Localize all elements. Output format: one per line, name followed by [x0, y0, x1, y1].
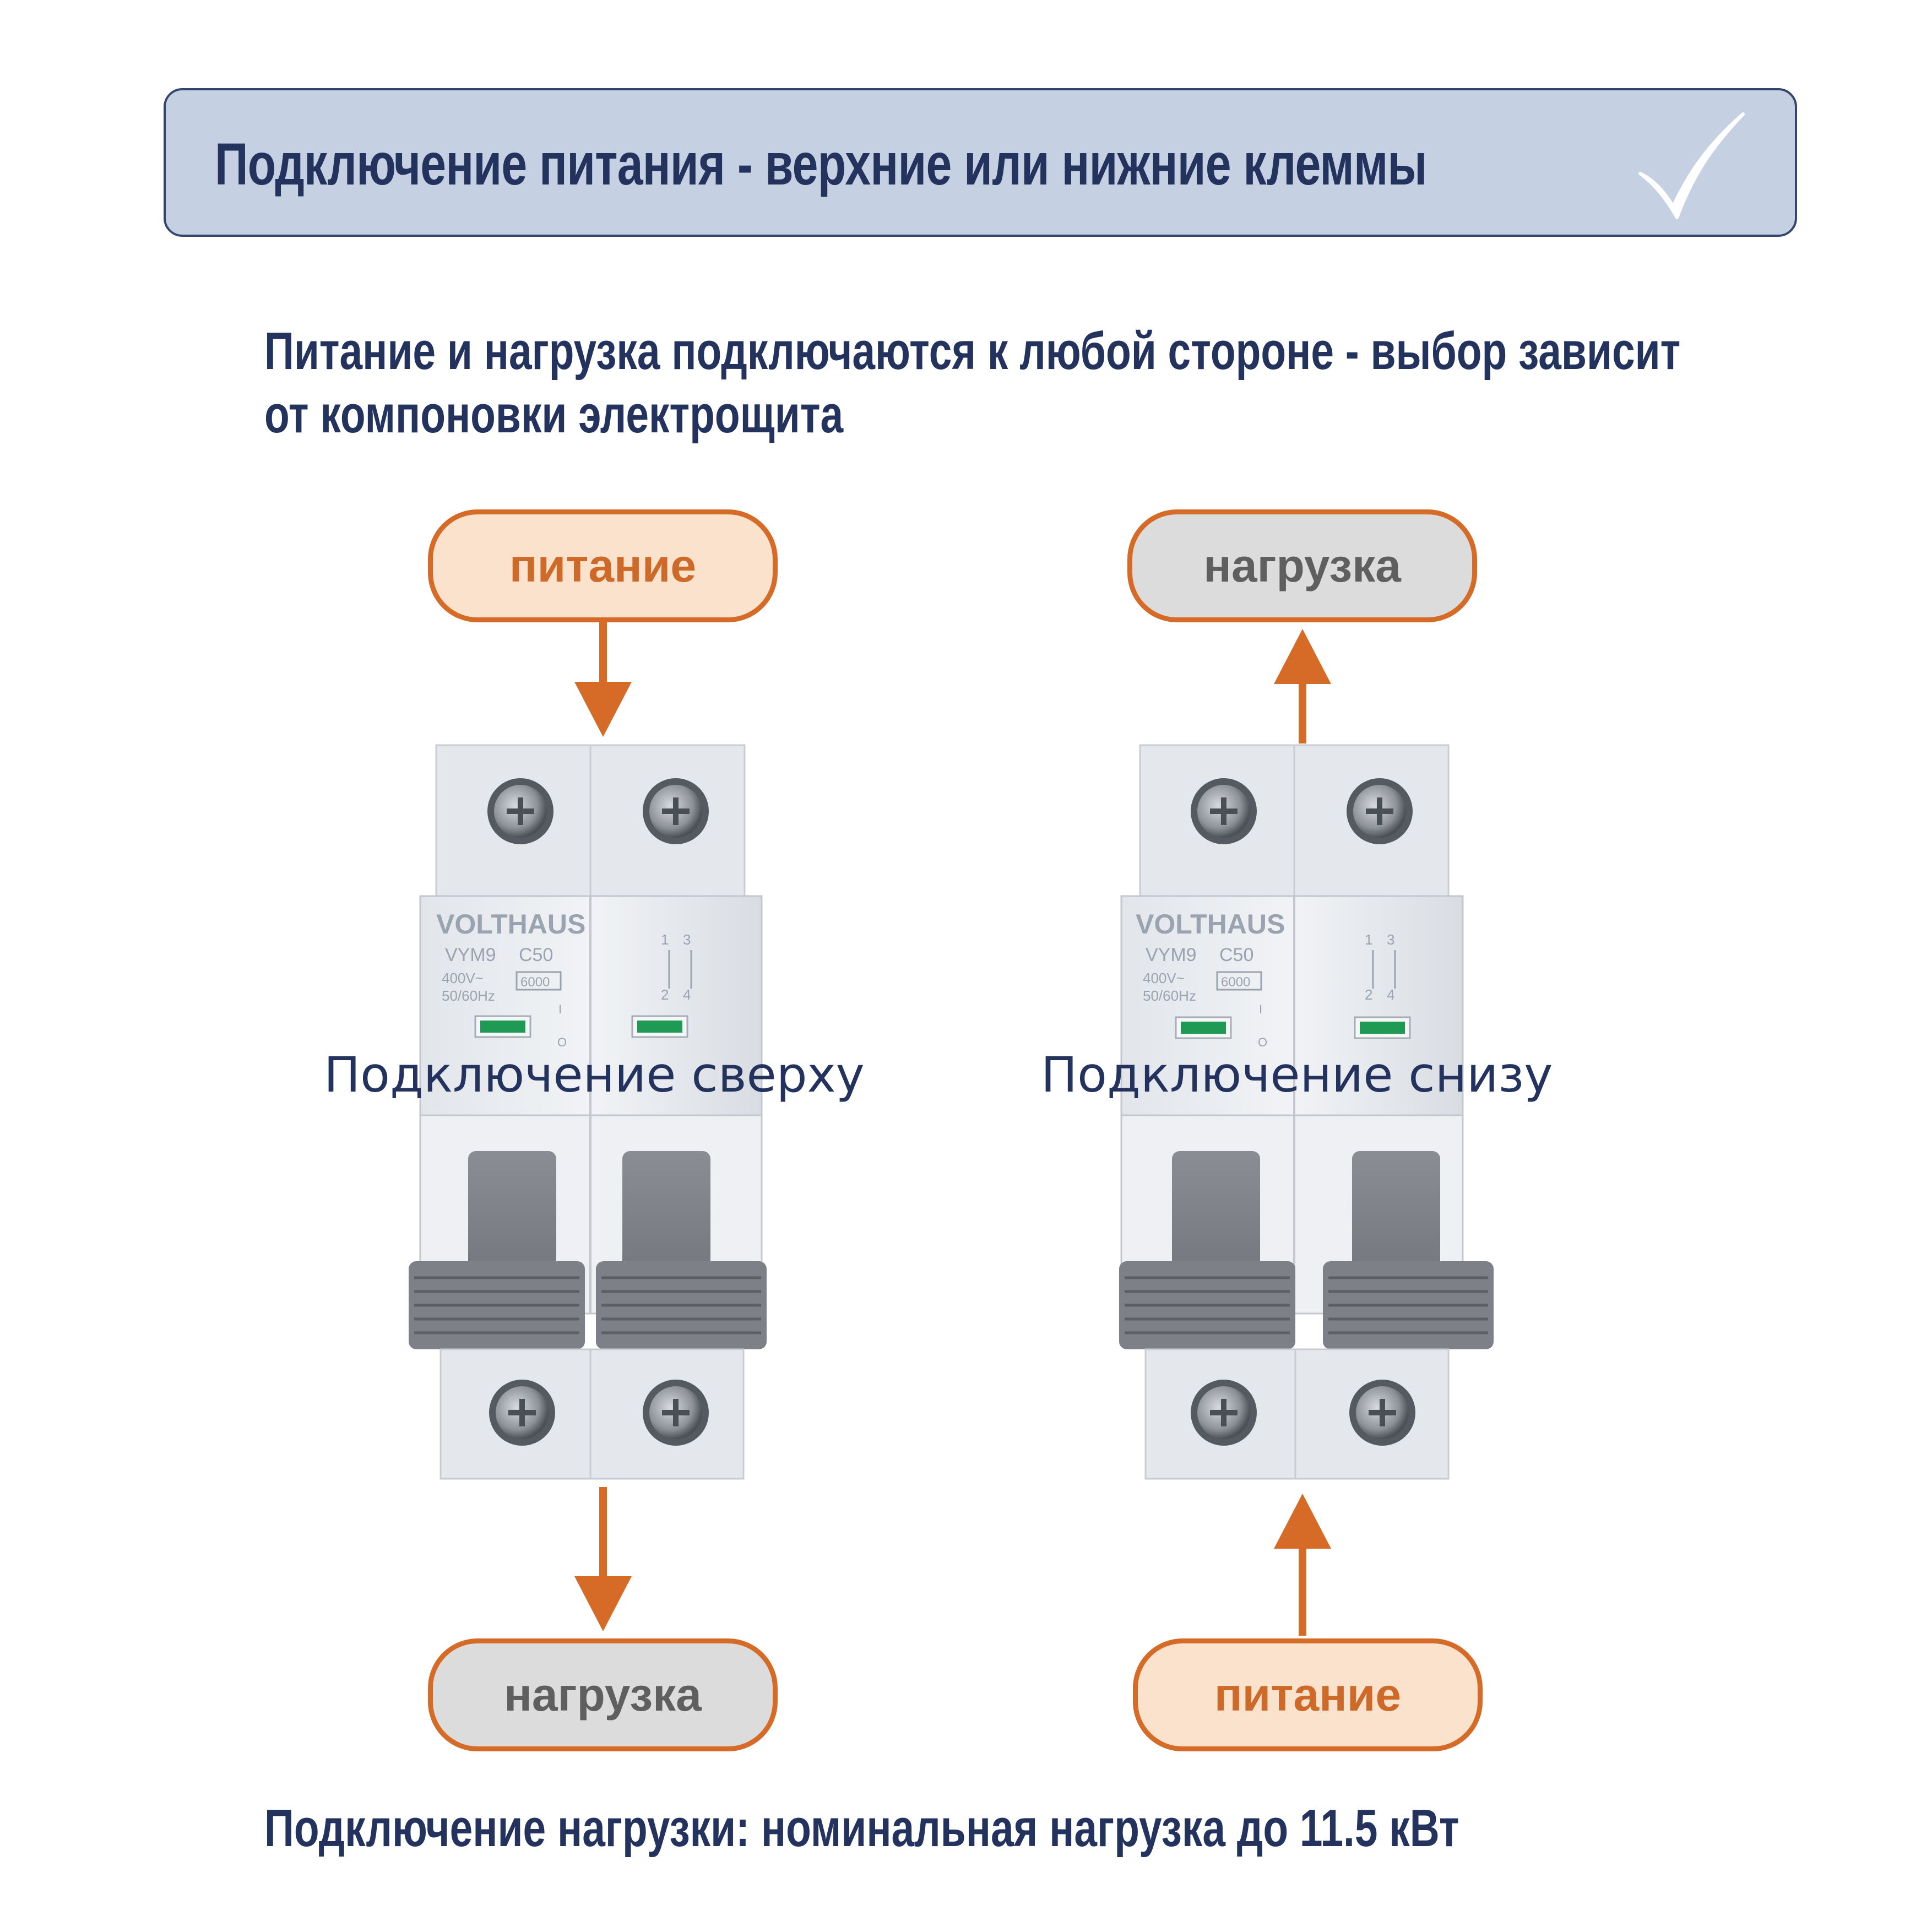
- breaker-model: VYM9: [445, 945, 496, 965]
- breaker-right: VOLTHAUS VYM9 C50 400V~ 50/60Hz 6000 1 3…: [1119, 744, 1494, 1480]
- pill-left-top-power: питание: [428, 509, 778, 622]
- on-mark: I: [1259, 1002, 1262, 1016]
- terminal-2: 2: [1365, 986, 1372, 1003]
- terminal-3: 3: [1387, 931, 1394, 948]
- breaker-capacity: 6000: [1221, 975, 1250, 990]
- header-banner: [164, 88, 1797, 237]
- breaker-brand: VOLTHAUS: [436, 909, 585, 940]
- terminal-3: 3: [683, 931, 691, 948]
- subtitle-line-2: от компоновки электрощита: [264, 385, 844, 444]
- arrow-left-top-head: [574, 682, 632, 737]
- breaker-brand: VOLTHAUS: [1136, 909, 1285, 940]
- subtitle-line-1: Питание и нагрузка подключаются к любой …: [264, 322, 1681, 381]
- checkmark-icon: [1638, 112, 1745, 219]
- screw-top-1-icon: [1191, 778, 1257, 844]
- toggle-grip-2: [596, 1261, 767, 1349]
- toggle-grip-2: [1323, 1261, 1494, 1349]
- screw-top-2-icon: [1347, 778, 1413, 844]
- pill-left-bottom-load: нагрузка: [428, 1638, 778, 1751]
- arrow-right-top-head: [1274, 629, 1331, 684]
- screw-bottom-1-icon: [1191, 1380, 1257, 1446]
- breaker-frequency: 50/60Hz: [442, 987, 495, 1004]
- screw-bottom-2-icon: [1349, 1380, 1415, 1446]
- terminal-1: 1: [661, 931, 669, 948]
- terminal-4: 4: [1387, 986, 1394, 1003]
- screw-bottom-1-icon: [489, 1380, 555, 1446]
- pill-right-bottom-power: питание: [1133, 1638, 1483, 1751]
- off-mark: O: [1258, 1035, 1267, 1049]
- breaker-frequency: 50/60Hz: [1143, 987, 1196, 1004]
- toggle-grip-1: [1119, 1261, 1295, 1349]
- on-mark: I: [558, 1002, 562, 1016]
- breaker-model: VYM9: [1146, 945, 1197, 965]
- arrow-left-bottom-head: [574, 1576, 632, 1631]
- pill-right-top-load: нагрузка: [1127, 509, 1477, 622]
- arrow-right-bottom-head: [1274, 1494, 1331, 1549]
- screw-bottom-2-icon: [643, 1380, 709, 1446]
- breaker-rating: C50: [1219, 945, 1253, 965]
- terminal-4: 4: [683, 986, 691, 1003]
- terminal-2: 2: [661, 986, 669, 1003]
- page-title: Подключение питания - верхние или нижние…: [215, 131, 1427, 197]
- screw-top-1-icon: [487, 778, 553, 844]
- breaker-rating: C50: [519, 945, 553, 965]
- breaker-voltage: 400V~: [442, 970, 484, 986]
- breaker-capacity: 6000: [520, 975, 550, 990]
- footer-note: Подключение нагрузки: номинальная нагруз…: [264, 1799, 1459, 1858]
- toggle-grip-1: [409, 1261, 585, 1349]
- breaker-left: VOLTHAUS VYM9 C50 400V~ 50/60Hz 6000 1 3…: [409, 744, 767, 1480]
- breaker-voltage: 400V~: [1143, 970, 1185, 986]
- screw-top-2-icon: [643, 778, 709, 844]
- off-mark: O: [557, 1035, 567, 1049]
- label-bottom-connection: Подключение снизу: [1041, 1046, 1553, 1103]
- terminal-1: 1: [1365, 931, 1372, 948]
- subtitle: Питание и нагрузка подключаются к любой …: [264, 319, 1681, 446]
- label-top-connection: Подключение сверху: [324, 1046, 865, 1103]
